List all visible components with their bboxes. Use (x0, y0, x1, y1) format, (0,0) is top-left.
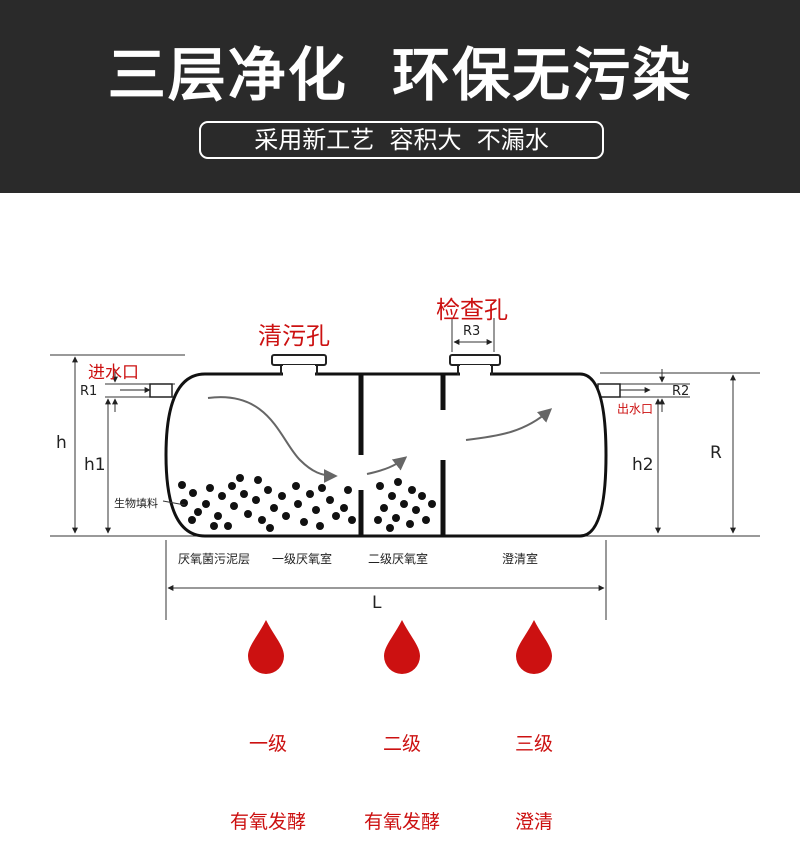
outlet-radius-label: R2 (672, 384, 690, 399)
h2-label: h2 (632, 455, 654, 475)
stage-caption-2: 二级 有氧发酵 (342, 679, 462, 861)
chamber-label: 澄清室 (502, 552, 539, 566)
partitions (358, 375, 446, 535)
stage-drops (248, 620, 552, 674)
inlet-label: 进水口 (88, 363, 139, 383)
inspection-label: 检查孔 (436, 296, 508, 324)
tank-diagram (50, 318, 760, 674)
stage-desc: 有氧发酵 (229, 811, 306, 833)
subtitle-pill: 采用新工艺 容积大 不漏水 (199, 121, 604, 159)
filler-dots (178, 474, 436, 532)
filler-label: 生物填料 (114, 497, 158, 510)
outlet-label: 出水口 (617, 402, 654, 416)
flow-arrows (207, 396, 553, 483)
stage-level: 一级 (248, 733, 287, 755)
chamber-label: 一级厌氧室 (272, 552, 333, 566)
tank-body (164, 372, 608, 538)
chamber-label: 厌氧菌污泥层 (178, 552, 251, 566)
chamber-label: 二级厌氧室 (368, 552, 429, 566)
dimension-lines (50, 318, 760, 620)
stage-level: 二级 (382, 733, 421, 755)
R-label: R (710, 443, 722, 463)
stage-desc: 澄清 (514, 811, 553, 833)
stage-caption-3: 三级 澄清 (474, 679, 594, 861)
inlet-radius-label: R1 (80, 384, 98, 399)
L-label: L (372, 593, 382, 613)
inspection-radius-label: R3 (463, 324, 481, 339)
stage-caption-1: 一级 有氧发酵 (208, 679, 328, 861)
header-banner: 三层净化 环保无污染 采用新工艺 容积大 不漏水 (0, 0, 800, 193)
cleanout-label: 清污孔 (258, 322, 330, 350)
main-title: 三层净化 环保无污染 (107, 41, 693, 109)
stage-desc: 有氧发酵 (363, 811, 440, 833)
h1-label: h1 (84, 455, 106, 475)
stage-level: 三级 (514, 733, 553, 755)
h-label: h (56, 433, 67, 453)
